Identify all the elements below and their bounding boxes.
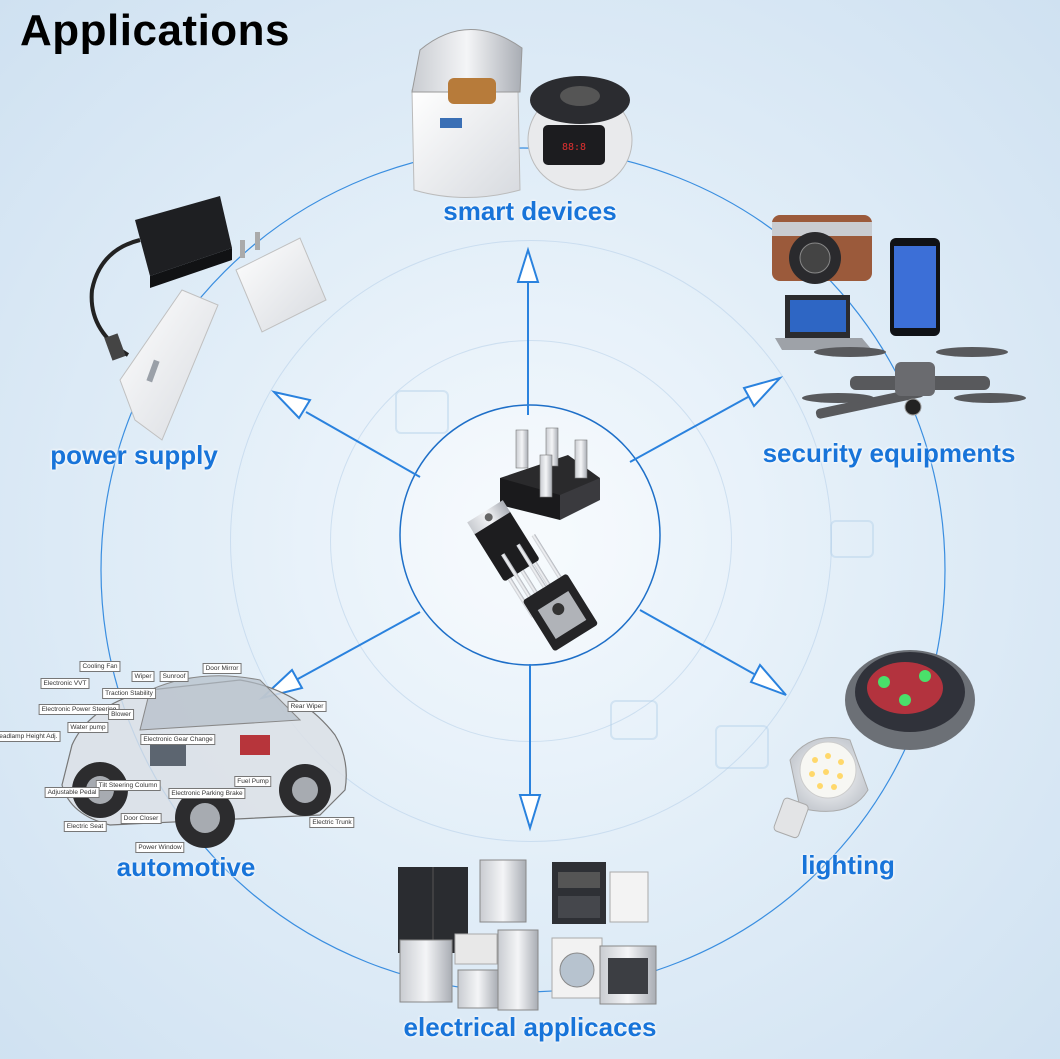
arrow-head-lighting <box>749 663 787 696</box>
car-callout: Tilt Steering Column <box>95 780 161 791</box>
car-callout: Electronic Gear Change <box>140 734 216 745</box>
arrow-head-power <box>270 390 312 420</box>
car-callout: Power Window <box>135 842 185 853</box>
arrow-security <box>629 396 749 463</box>
svg-text:88:8: 88:8 <box>562 142 586 153</box>
car-callout: Adjustable Pedal <box>44 787 100 798</box>
page-title: Applications <box>20 6 291 55</box>
car-callout: Rear Wiper <box>287 701 327 712</box>
car-callout: Electronic VVT <box>40 678 90 689</box>
car-callout: Door Mirror <box>202 663 242 674</box>
bg-ring <box>230 240 832 842</box>
arrow-automotive <box>295 611 421 681</box>
bg-tile <box>715 725 769 769</box>
car-callout: Electric Seat <box>63 821 107 832</box>
car-callout: Traction Stability <box>102 688 156 699</box>
arrow-power <box>305 411 421 478</box>
car-callout: Sunroof <box>159 671 189 682</box>
label-security-equipments: security equipments <box>762 438 1016 468</box>
car-callout: Cooling Fan <box>79 661 121 672</box>
bg-tile <box>610 700 658 740</box>
car-callout: Electric Trunk <box>309 817 355 828</box>
car-callout: Wiper <box>131 671 155 682</box>
car-callout: Electronic Parking Brake <box>168 788 246 799</box>
home-appliances-icon <box>398 859 657 1011</box>
car-callout: Water pump <box>67 722 109 733</box>
label-power-supply: power supply <box>50 440 218 470</box>
car-callout: Door Closer <box>120 813 162 824</box>
igbt-transistor-and-bridge-rectifier-icon <box>467 427 600 651</box>
label-automotive: automotive <box>116 852 256 882</box>
bg-tile <box>395 390 449 434</box>
car-callout: Blower <box>108 709 134 720</box>
rice-cooker-and-bread-maker-icon: 88:8 <box>411 29 633 198</box>
label-smart-devices: smart devices <box>443 196 617 226</box>
label-lighting: lighting <box>801 850 895 880</box>
bg-tile <box>830 520 874 558</box>
arrow-lighting <box>639 609 755 675</box>
camera-phone-laptop-drone-icon <box>772 215 1026 419</box>
adapter-and-power-bank-icon <box>89 196 327 441</box>
label-electrical-appliances: electrical applicaces <box>403 1012 657 1042</box>
car-callout: Fuel Pump <box>234 776 272 787</box>
car-callout: Headlamp Height Adj. <box>0 731 61 742</box>
arrow-head-security <box>742 376 784 408</box>
arrow-head-smart-devices <box>516 246 540 283</box>
arrow-head-appliances <box>518 794 542 832</box>
center-circle <box>399 404 661 666</box>
led-bulb-and-floor-light-icon <box>773 650 975 839</box>
